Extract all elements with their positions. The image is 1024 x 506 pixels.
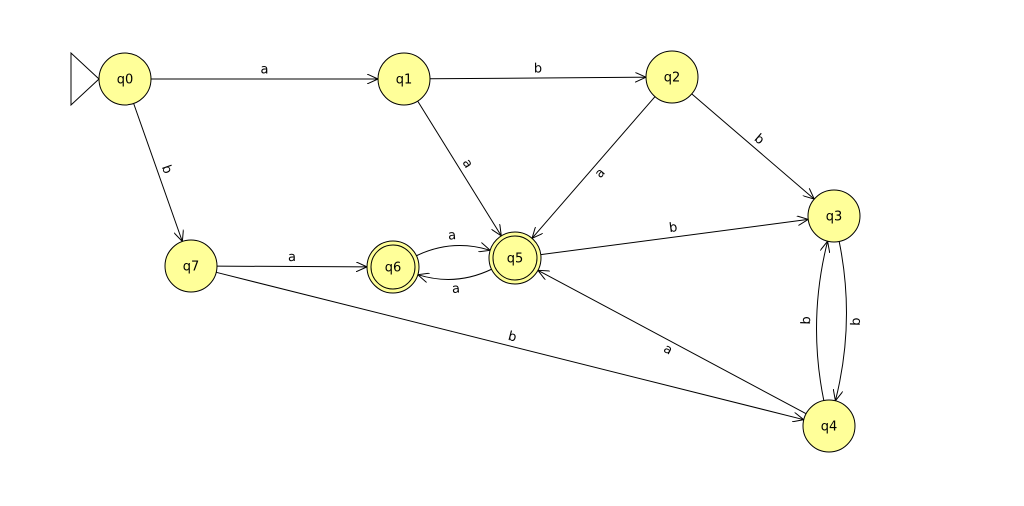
transition-q3-q4	[835, 241, 847, 400]
transition-label-q0-q1: a	[261, 63, 269, 78]
transition-label-q7-q4: b	[506, 329, 518, 346]
state-label-q6: q6	[385, 261, 402, 276]
state-q4[interactable]: q4	[802, 399, 856, 453]
state-circle	[98, 52, 152, 106]
state-circle	[366, 240, 420, 294]
transition-label-q6-q5: a	[448, 228, 457, 244]
state-label-q5: q5	[507, 252, 524, 267]
transition-label-q2-q5: a	[592, 165, 609, 181]
state-q1[interactable]: q1	[377, 52, 431, 106]
transition-q5-q6	[418, 268, 492, 279]
transition-q7-q4	[216, 271, 804, 419]
state-circle	[164, 239, 218, 293]
state-label-q4: q4	[821, 420, 838, 435]
states: q0 q1 q2 q3 q4 q5 q6 q7	[98, 50, 861, 453]
transition-q0-q7	[133, 103, 183, 242]
transition-q2-q5	[532, 96, 656, 239]
state-q3[interactable]: q3	[807, 189, 861, 243]
state-label-q1: q1	[396, 73, 413, 88]
state-label-q2: q2	[664, 71, 681, 86]
transition-label-q0-q7: b	[158, 163, 175, 176]
transition-q6-q5	[416, 246, 490, 257]
state-q5[interactable]: q5	[488, 231, 542, 285]
transition-label-q2-q3: b	[751, 131, 767, 148]
transition-label-q7-q6: a	[288, 250, 296, 265]
transition-label-q1-q5: a	[459, 156, 476, 171]
transition-q7-q6	[216, 266, 367, 267]
state-circle	[645, 50, 699, 104]
transition-q4-q3	[816, 241, 828, 401]
state-q7[interactable]: q7	[164, 239, 218, 293]
transition-label-q3-q4: b	[849, 317, 864, 326]
transition-q5-q3	[540, 219, 808, 256]
state-circle	[802, 399, 856, 453]
state-label-q3: q3	[826, 210, 843, 225]
transition-label-q1-q2: b	[534, 61, 542, 76]
state-circle	[377, 52, 431, 106]
accepting-ring	[492, 235, 538, 281]
state-label-q0: q0	[117, 73, 134, 88]
transition-labels: a b b a a b b a b a a a b b	[158, 61, 864, 358]
state-circle	[807, 189, 861, 243]
accepting-ring	[370, 244, 416, 290]
transition-label-q4-q3: b	[799, 316, 814, 325]
transition-q1-q5	[417, 100, 502, 236]
transition-label-q5-q6: a	[451, 281, 460, 297]
state-label-q7: q7	[183, 260, 200, 275]
initial-state-marker	[70, 51, 100, 107]
transitions	[133, 77, 847, 419]
transition-q1-q2	[429, 77, 646, 79]
state-circle	[488, 231, 542, 285]
initial-state-arrow-icon	[70, 51, 100, 107]
transition-q2-q3	[691, 93, 815, 199]
transition-q4-q5	[538, 270, 807, 415]
state-q0[interactable]: q0	[98, 52, 152, 106]
state-q2[interactable]: q2	[645, 50, 699, 104]
transition-label-q5-q3: b	[668, 220, 678, 236]
transition-label-q4-q5: a	[661, 341, 675, 358]
state-q6[interactable]: q6	[366, 240, 420, 294]
